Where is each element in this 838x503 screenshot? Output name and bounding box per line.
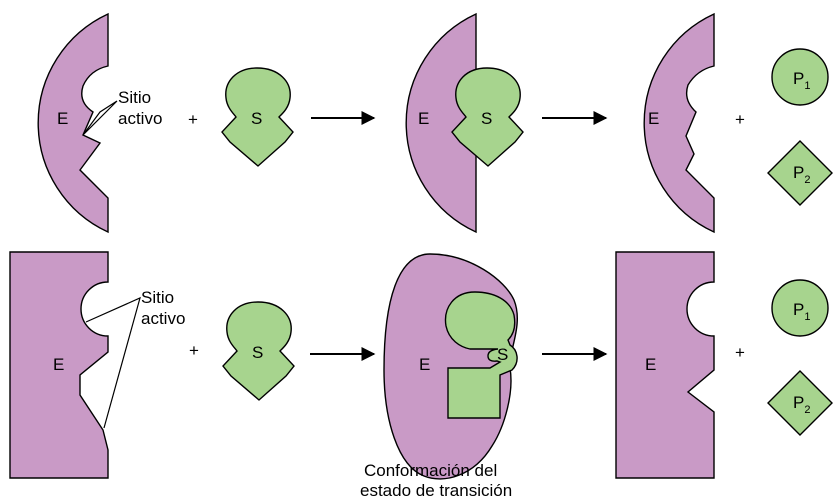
row-lock-and-key: E Sitio activo + S E S E + P1 P2 bbox=[37, 12, 833, 234]
active-site-label-line1: Sitio bbox=[118, 88, 151, 107]
plus-sign: + bbox=[735, 343, 745, 362]
enzyme-shape bbox=[405, 12, 477, 234]
enzyme-shape bbox=[37, 12, 109, 234]
enzyme-label: E bbox=[57, 109, 68, 128]
active-site-label-line2: activo bbox=[118, 109, 162, 128]
enzyme-shape bbox=[9, 251, 109, 479]
enzyme-label: E bbox=[645, 355, 656, 374]
enzyme-label: E bbox=[418, 109, 429, 128]
active-site-label-line1: Sitio bbox=[141, 288, 174, 307]
row-induced-fit: E Sitio activo + S E S Conformación del … bbox=[9, 251, 833, 500]
product-2-label: P2 bbox=[793, 163, 810, 186]
active-site-label-line2: activo bbox=[141, 309, 185, 328]
product-2-shape bbox=[767, 370, 833, 436]
product-2-label: P2 bbox=[793, 393, 810, 416]
substrate-shape bbox=[222, 301, 295, 401]
substrate-label: S bbox=[252, 343, 263, 362]
active-site-pointer bbox=[82, 100, 118, 136]
active-site-pointer bbox=[85, 296, 141, 429]
substrate-label: S bbox=[481, 109, 492, 128]
substrate-label: S bbox=[497, 345, 508, 364]
plus-sign: + bbox=[735, 110, 745, 129]
product-1-shape bbox=[771, 48, 829, 106]
enzyme-label: E bbox=[53, 355, 64, 374]
product-1-shape bbox=[771, 279, 829, 337]
enzyme-label: E bbox=[648, 109, 659, 128]
substrate-label: S bbox=[251, 109, 262, 128]
product-1-label: P1 bbox=[793, 300, 810, 323]
transition-substrate-shape bbox=[444, 291, 518, 419]
transition-caption-line1: Conformación del bbox=[364, 461, 497, 480]
product-2-shape bbox=[767, 140, 833, 206]
plus-sign: + bbox=[189, 341, 199, 360]
transition-caption-line2: estado de transición bbox=[360, 481, 512, 500]
substrate-shape bbox=[451, 67, 524, 167]
substrate-shape bbox=[221, 67, 294, 167]
enzyme-shape bbox=[643, 12, 715, 234]
enzyme-label: E bbox=[419, 355, 430, 374]
product-1-label: P1 bbox=[793, 69, 810, 92]
enzyme-shape bbox=[615, 251, 715, 479]
plus-sign: + bbox=[188, 110, 198, 129]
